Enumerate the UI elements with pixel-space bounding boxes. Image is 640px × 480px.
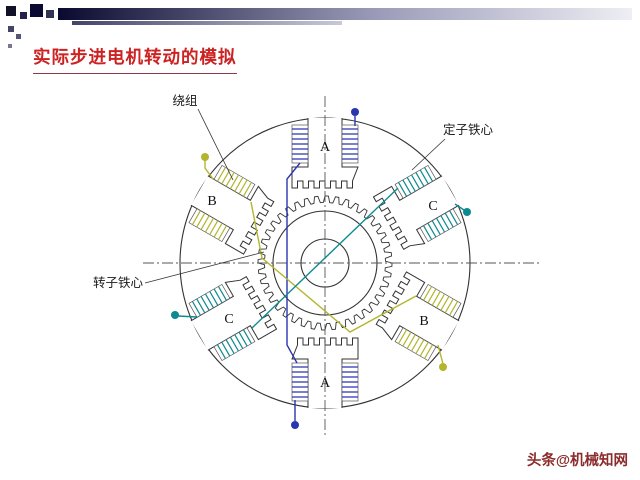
phase-c-series-link: [251, 187, 399, 329]
phase-b-right-lead: [437, 344, 444, 365]
center-lines: [143, 96, 541, 437]
phase-c-terminal-left: [171, 311, 179, 319]
rotor-core-label: 转子铁心: [93, 275, 144, 290]
phase-c-wiring: [171, 187, 471, 329]
pole-letter-C-upper-right: C: [428, 199, 437, 214]
pole-letter-B-lower-right: B: [419, 314, 428, 329]
winding-label: 绕组: [172, 94, 197, 108]
phase-a-terminal-bottom: [291, 421, 299, 429]
stator-core-label: 定子铁心: [443, 122, 494, 137]
phase-b-terminal-right: [439, 363, 447, 371]
pole-C-upper-right: [372, 161, 468, 255]
deco-square: [8, 26, 14, 32]
deco-square: [8, 44, 12, 48]
diagram-labels: 绕组 定子铁心 转子铁心: [93, 94, 494, 290]
pole-letter-C-lower-left: C: [224, 312, 233, 327]
header-gradient-bar: [58, 8, 632, 20]
pole-letters: A C B A C B: [207, 140, 437, 391]
phase-c-right-lead: [454, 203, 465, 211]
deco-square: [16, 34, 21, 39]
deco-square: [6, 6, 16, 16]
header-gradient-bar-thin: [72, 21, 342, 25]
page-title: 实际步进电机转动的模拟: [33, 44, 237, 74]
phase-b-wiring: [201, 153, 447, 371]
phase-b-terminal-left: [201, 153, 209, 161]
phase-a-wiring: [286, 108, 359, 429]
deco-square: [30, 4, 43, 17]
phase-a-series-link: [286, 162, 301, 364]
pole-letter-A-top: A: [320, 140, 331, 155]
pole-letter-B-upper-left: B: [207, 194, 216, 209]
pole-letter-A-bottom: A: [320, 376, 331, 391]
deco-square: [46, 10, 54, 18]
phase-b-left-lead: [204, 160, 214, 180]
rotor-core-leader-line: [144, 251, 265, 284]
watermark: 头条@机械知网: [526, 453, 628, 469]
phase-c-left-lead: [177, 315, 198, 318]
winding-leader-line: [197, 108, 234, 181]
stator-core-leader-line: [411, 138, 446, 171]
phase-a-terminal-top: [351, 108, 359, 116]
phase-b-series-link: [250, 201, 417, 333]
phase-c-terminal-right: [463, 208, 471, 216]
leader-lines: [144, 108, 446, 284]
deco-square: [20, 12, 27, 19]
